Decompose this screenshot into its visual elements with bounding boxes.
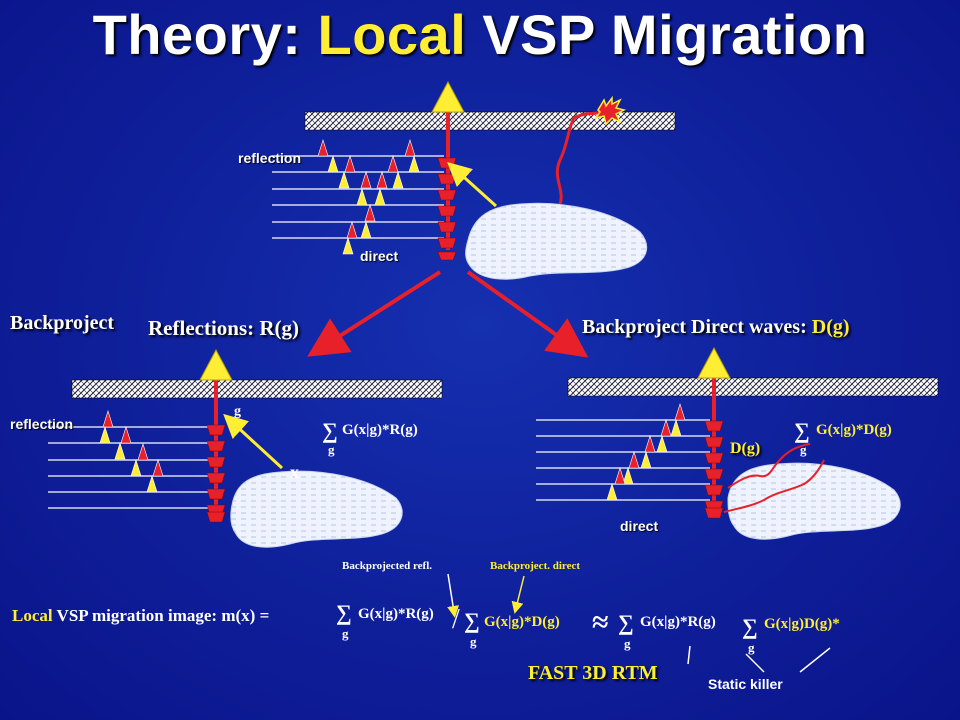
right-source-triangle-icon: [697, 346, 731, 379]
note-backprojected-refl: Backprojected refl.: [342, 560, 433, 572]
top-source-raypath: [555, 110, 607, 205]
eq-term1: G(x|g)*R(g): [358, 606, 434, 622]
left-sum-expr: G(x|g)*R(g): [342, 422, 418, 438]
fast-3d-rtm-label: FAST 3D RTM: [528, 662, 658, 684]
eq-sum1: ∑: [336, 600, 352, 625]
note-backproject-direct: Backproject. direct: [490, 560, 581, 572]
right-surface: [567, 377, 939, 397]
right-salt-body: [727, 462, 901, 540]
left-sum-sub: g: [328, 442, 335, 457]
backproject-label: Backproject: [10, 312, 115, 334]
title-prefix: Theory:: [92, 3, 318, 66]
right-sum-symbol: ∑: [794, 418, 810, 443]
top-salt-body: [465, 202, 648, 280]
equation-local: Local: [12, 606, 53, 625]
note-refl-arrow: [447, 573, 459, 618]
eq-sum4-sub: g: [748, 640, 755, 655]
title-highlight: Local: [317, 3, 467, 66]
top-reflection-ray: [447, 161, 498, 208]
eq-term4: G(x|g)D(g)*: [764, 616, 840, 632]
left-backproject-ray: [223, 413, 284, 470]
eq-term2: G(x|g)*D(g): [484, 614, 560, 630]
eq-slash: /: [452, 604, 460, 635]
left-x-label: x: [290, 462, 299, 482]
left-salt-body: [230, 470, 403, 548]
eq-term3: G(x|g)*R(g): [640, 614, 716, 630]
page-title: Theory: Local VSP Migration: [0, 2, 960, 67]
top-direct-label: direct: [360, 248, 399, 264]
reflections-label: Reflections: R(g): [148, 316, 300, 340]
right-direct-wave-2: [723, 459, 825, 513]
right-sum-sub: g: [800, 442, 807, 457]
eq-approx: ≈: [592, 606, 609, 639]
split-arrow-left: [307, 270, 442, 357]
top-panel: [272, 80, 676, 358]
static-killer-label: Static killer: [708, 676, 783, 692]
top-surface: [304, 111, 676, 131]
top-reflection-label: reflection: [238, 150, 302, 166]
equation-text: VSP migration image: m(x) =: [52, 606, 270, 625]
right-direct-wave-1: [727, 443, 811, 489]
right-direct-label: direct: [620, 518, 659, 534]
right-panel-title: Backproject Direct waves: D(g): [582, 316, 850, 339]
eq-sum1-sub: g: [342, 626, 349, 641]
left-sum-symbol: ∑: [322, 418, 338, 443]
right-panel: [536, 346, 939, 540]
note-direct-arrow: [511, 575, 525, 614]
split-arrow-right: [466, 270, 589, 358]
title-suffix: VSP Migration: [466, 3, 868, 66]
fast-rtm-arrow: [687, 645, 691, 665]
eq-sum3: ∑: [618, 610, 634, 635]
top-source-triangle-icon: [431, 80, 465, 113]
right-title-text: Backproject Direct waves:: [582, 316, 812, 338]
static-killer-arrow-1: [745, 653, 765, 673]
eq-sum2-sub: g: [470, 634, 477, 649]
eq-sum4: ∑: [742, 614, 758, 639]
left-panel: [48, 348, 443, 548]
explosion-icon: [594, 95, 627, 126]
right-dg-label: D(g): [730, 440, 761, 457]
eq-sum3-sub: g: [624, 636, 631, 651]
right-sum-expr: G(x|g)*D(g): [816, 422, 892, 438]
eq-sum2: ∑: [464, 608, 480, 633]
left-g-label: g: [234, 404, 241, 419]
right-title-highlight: D(g): [811, 316, 850, 338]
bottom-annotations: [447, 573, 831, 673]
left-source-triangle-icon: [199, 348, 233, 381]
equation-label: Local VSP migration image: m(x) =: [12, 606, 269, 626]
left-surface: [71, 379, 443, 399]
static-killer-arrow-2: [799, 647, 831, 673]
left-reflection-label: reflection: [10, 416, 74, 432]
